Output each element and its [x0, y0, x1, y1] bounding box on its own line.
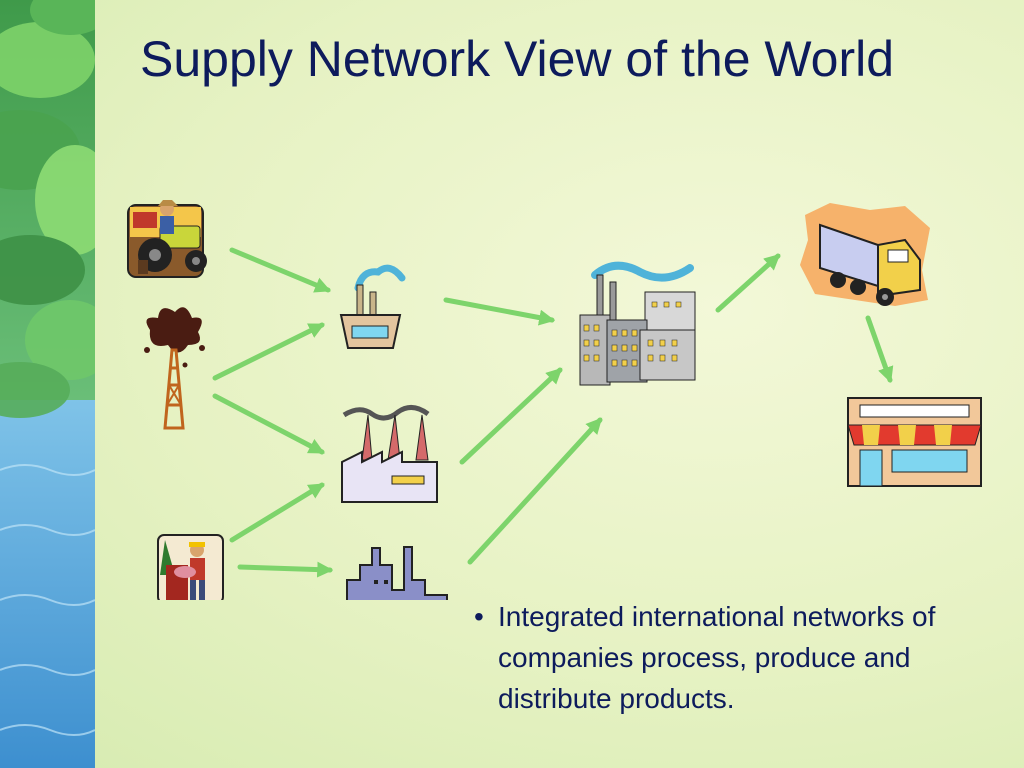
arrow-lumber-to-factory	[229, 482, 325, 543]
arrow-truck-to-store	[865, 315, 894, 384]
bullet-item: Integrated international networks of com…	[474, 596, 1014, 719]
arrow-lumber-to-refinery	[237, 561, 334, 578]
city-factory-icon	[579, 261, 696, 386]
leaf-water-strip	[0, 0, 95, 768]
refinery-icon	[346, 546, 448, 600]
small-plant-icon	[339, 264, 406, 349]
farmer-tractor-icon	[127, 200, 207, 278]
arrow-oil-to-factory	[212, 393, 325, 455]
storefront-icon	[847, 397, 982, 487]
arrow-manufacturer-to-truck	[715, 253, 781, 313]
water-ripples	[0, 464, 95, 736]
leaf-shapes	[0, 0, 95, 418]
arrow-oil-to-plant	[212, 322, 325, 381]
arrow-refinery-to-manufacturer	[467, 417, 603, 565]
delivery-truck-icon	[800, 203, 930, 306]
oil-derrick-icon	[144, 307, 205, 430]
flow-arrows	[212, 247, 894, 578]
arrow-farm-to-plant	[229, 247, 331, 293]
lumberjack-icon	[157, 534, 224, 600]
supply-network-diagram	[127, 200, 982, 600]
arrow-factory-to-manufacturer	[459, 367, 563, 465]
slide-title: Supply Network View of the World	[140, 31, 895, 87]
factory-icon	[341, 405, 438, 503]
arrow-plant-to-manufacturer	[443, 297, 556, 326]
bullet-list: Integrated international networks of com…	[474, 596, 1014, 719]
